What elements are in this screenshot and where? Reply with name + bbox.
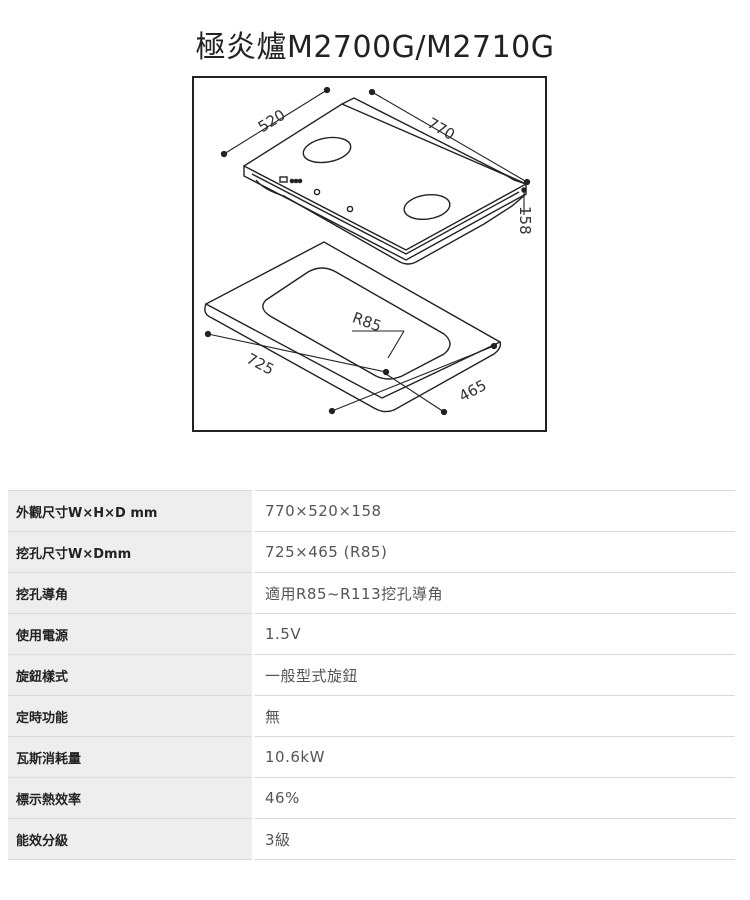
spec-label: 使用電源 [8,613,252,655]
stove-drawing: 520 770 158 R85 725 4 [204,86,534,416]
spec-value: 46% [255,777,735,819]
spec-label: 能效分級 [8,818,252,860]
stove-dimension-lines [220,86,531,215]
spec-value: 適用R85~R113挖孔導角 [255,572,735,614]
spec-value: 無 [255,695,735,737]
spec-gap [252,818,255,860]
spec-row: 挖孔導角適用R85~R113挖孔導角 [8,572,735,614]
spec-gap [252,572,255,614]
spec-gap [252,736,255,778]
radius-leader [352,330,405,359]
stove-top-drawing [242,97,528,265]
spec-gap [252,531,255,573]
spec-label: 標示熱效率 [8,777,252,819]
spec-row: 定時功能無 [8,695,735,737]
spec-row: 旋鈕樣式一般型式旋鈕 [8,654,735,696]
page-title: 極炎爐M2700G/M2710G [195,30,555,65]
cutout-width-label: 725 [243,349,277,378]
spec-value: 770×520×158 [255,490,735,532]
spec-label: 旋鈕樣式 [8,654,252,696]
spec-gap [252,695,255,737]
spec-value: 725×465 (R85) [255,531,735,573]
spec-gap [252,654,255,696]
spec-value: 1.5V [255,613,735,655]
countertop-drawing [204,241,502,413]
cutout-depth-label: 465 [456,376,490,405]
spec-label: 瓦斯消耗量 [8,736,252,778]
spec-value: 3級 [255,818,735,860]
spec-gap [252,613,255,655]
spec-label: 挖孔導角 [8,572,252,614]
spec-gap [252,490,255,532]
spec-label: 定時功能 [8,695,252,737]
spec-value: 10.6kW [255,736,735,778]
cutout-dimension-lines [204,330,498,416]
spec-gap [252,777,255,819]
spec-value: 一般型式旋鈕 [255,654,735,696]
spec-label: 外觀尺寸W×H×D mm [8,490,252,532]
spec-label: 挖孔尺寸W×Dmm [8,531,252,573]
dimension-height-label: 158 [516,206,534,235]
dimension-diagram: 520 770 158 R85 725 4 [192,76,547,432]
